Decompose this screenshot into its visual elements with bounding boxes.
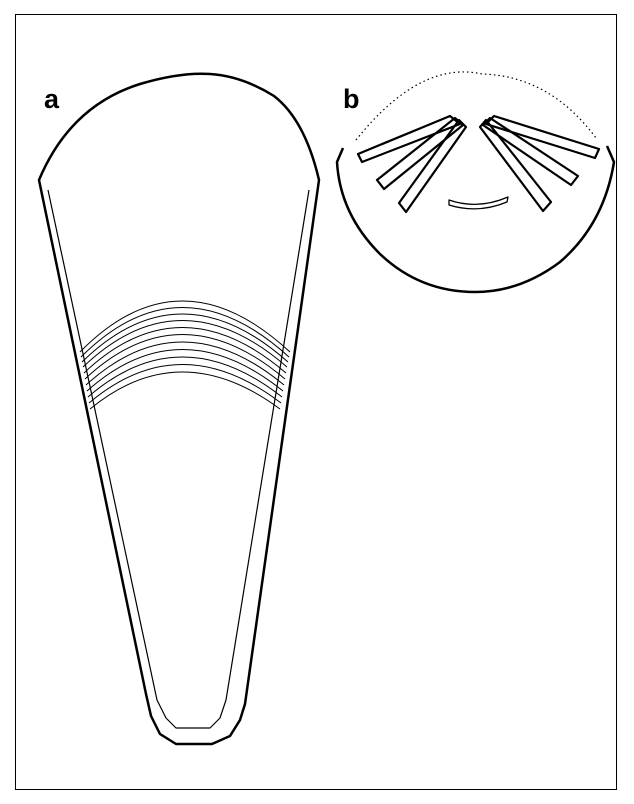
section-left-rods [358,116,466,212]
section-lower-bowl [337,146,614,292]
section-right-rods [480,116,599,211]
section-small-arc [449,197,508,209]
cone-outer-wall [39,74,319,744]
cone-inner-wall [48,190,309,728]
cone-bands [80,301,290,409]
panel-a-cone [39,74,319,744]
section-dotted-dome [356,72,596,140]
panel-b-section [337,72,614,292]
